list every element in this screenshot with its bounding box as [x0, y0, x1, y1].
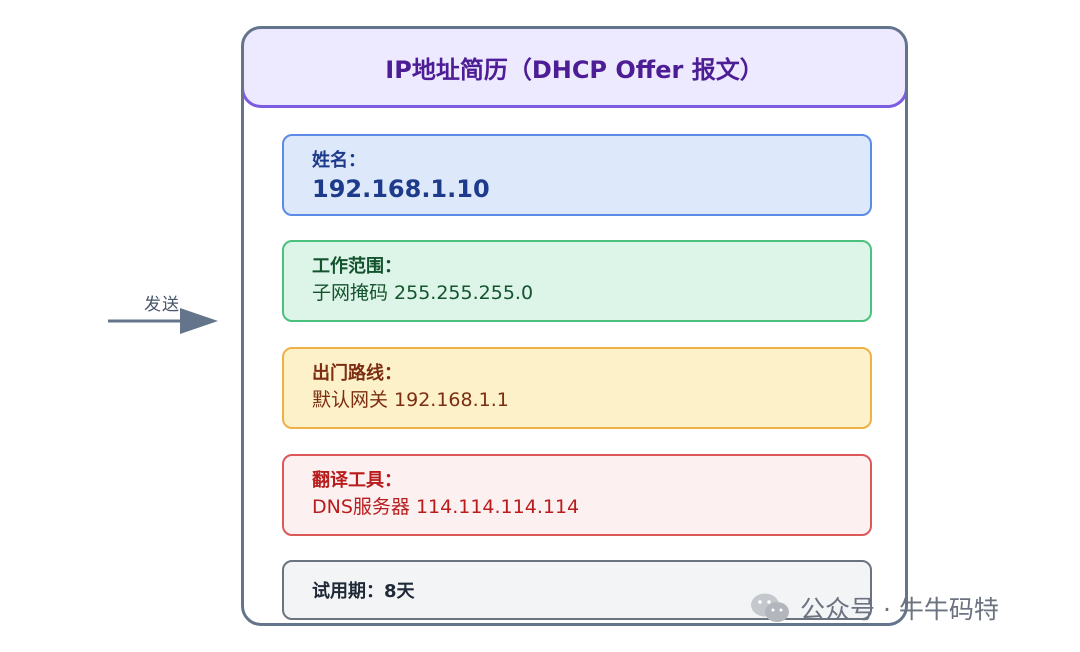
- right-arrow-icon: [108, 308, 218, 334]
- wechat-icon: [751, 593, 789, 622]
- field-name-label: 姓名：: [312, 150, 366, 171]
- arrow-label: 发送: [144, 295, 180, 315]
- field-exit-route: 出门路线： 默认网关 192.168.1.1: [282, 347, 872, 429]
- field-name-value: 192.168.1.10: [312, 175, 490, 203]
- field-translator: 翻译工具： DNS服务器 114.114.114.114: [282, 454, 872, 536]
- field-translator-value: DNS服务器 114.114.114.114: [312, 496, 580, 518]
- send-arrow: 发送: [104, 284, 228, 340]
- card-title: IP地址简历（DHCP Offer 报文）: [385, 55, 764, 84]
- watermark-text: 公众号 · 牛牛码特: [800, 595, 999, 624]
- ip-resume-card: IP地址简历（DHCP Offer 报文） 姓名： 192.168.1.10 工…: [241, 26, 908, 626]
- field-translator-label: 翻译工具：: [312, 470, 402, 491]
- field-trial-period-label: 试用期：8天: [312, 581, 415, 602]
- field-exit-route-value: 默认网关 192.168.1.1: [312, 389, 509, 411]
- watermark: 公众号 · 牛牛码特: [748, 588, 999, 628]
- field-work-range-value: 子网掩码 255.255.255.0: [312, 282, 534, 304]
- field-work-range-label: 工作范围：: [312, 256, 402, 277]
- card-header: IP地址简历（DHCP Offer 报文）: [244, 29, 905, 108]
- field-work-range: 工作范围： 子网掩码 255.255.255.0: [282, 240, 872, 322]
- field-name: 姓名： 192.168.1.10: [282, 134, 872, 216]
- field-exit-route-label: 出门路线：: [312, 363, 402, 384]
